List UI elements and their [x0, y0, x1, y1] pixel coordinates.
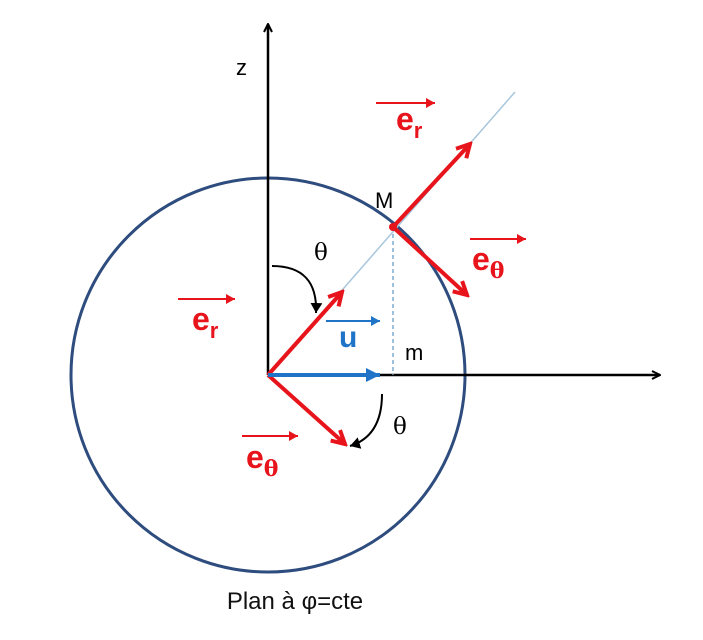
point-M-label: M [375, 188, 393, 213]
theta-arc-bottom [349, 393, 383, 449]
er-vector-center [266, 292, 342, 377]
etheta-label-center: eθ [246, 439, 278, 482]
er-vector-M [391, 144, 470, 229]
theta-label-top: θ [314, 240, 328, 266]
u-label: u [339, 321, 357, 354]
z-axis-label: z [236, 55, 247, 80]
er-label-center: er [192, 301, 219, 343]
point-m-label: m [405, 340, 423, 365]
etheta-vector-center [266, 373, 345, 444]
theta-arc-top [271, 265, 323, 314]
caption: Plan à φ=cte [226, 588, 364, 615]
theta-label-bottom: θ [393, 414, 407, 440]
etheta-vector-M [391, 225, 467, 295]
etheta-label-M: eθ [472, 241, 504, 284]
er-label-M: er [396, 101, 423, 143]
